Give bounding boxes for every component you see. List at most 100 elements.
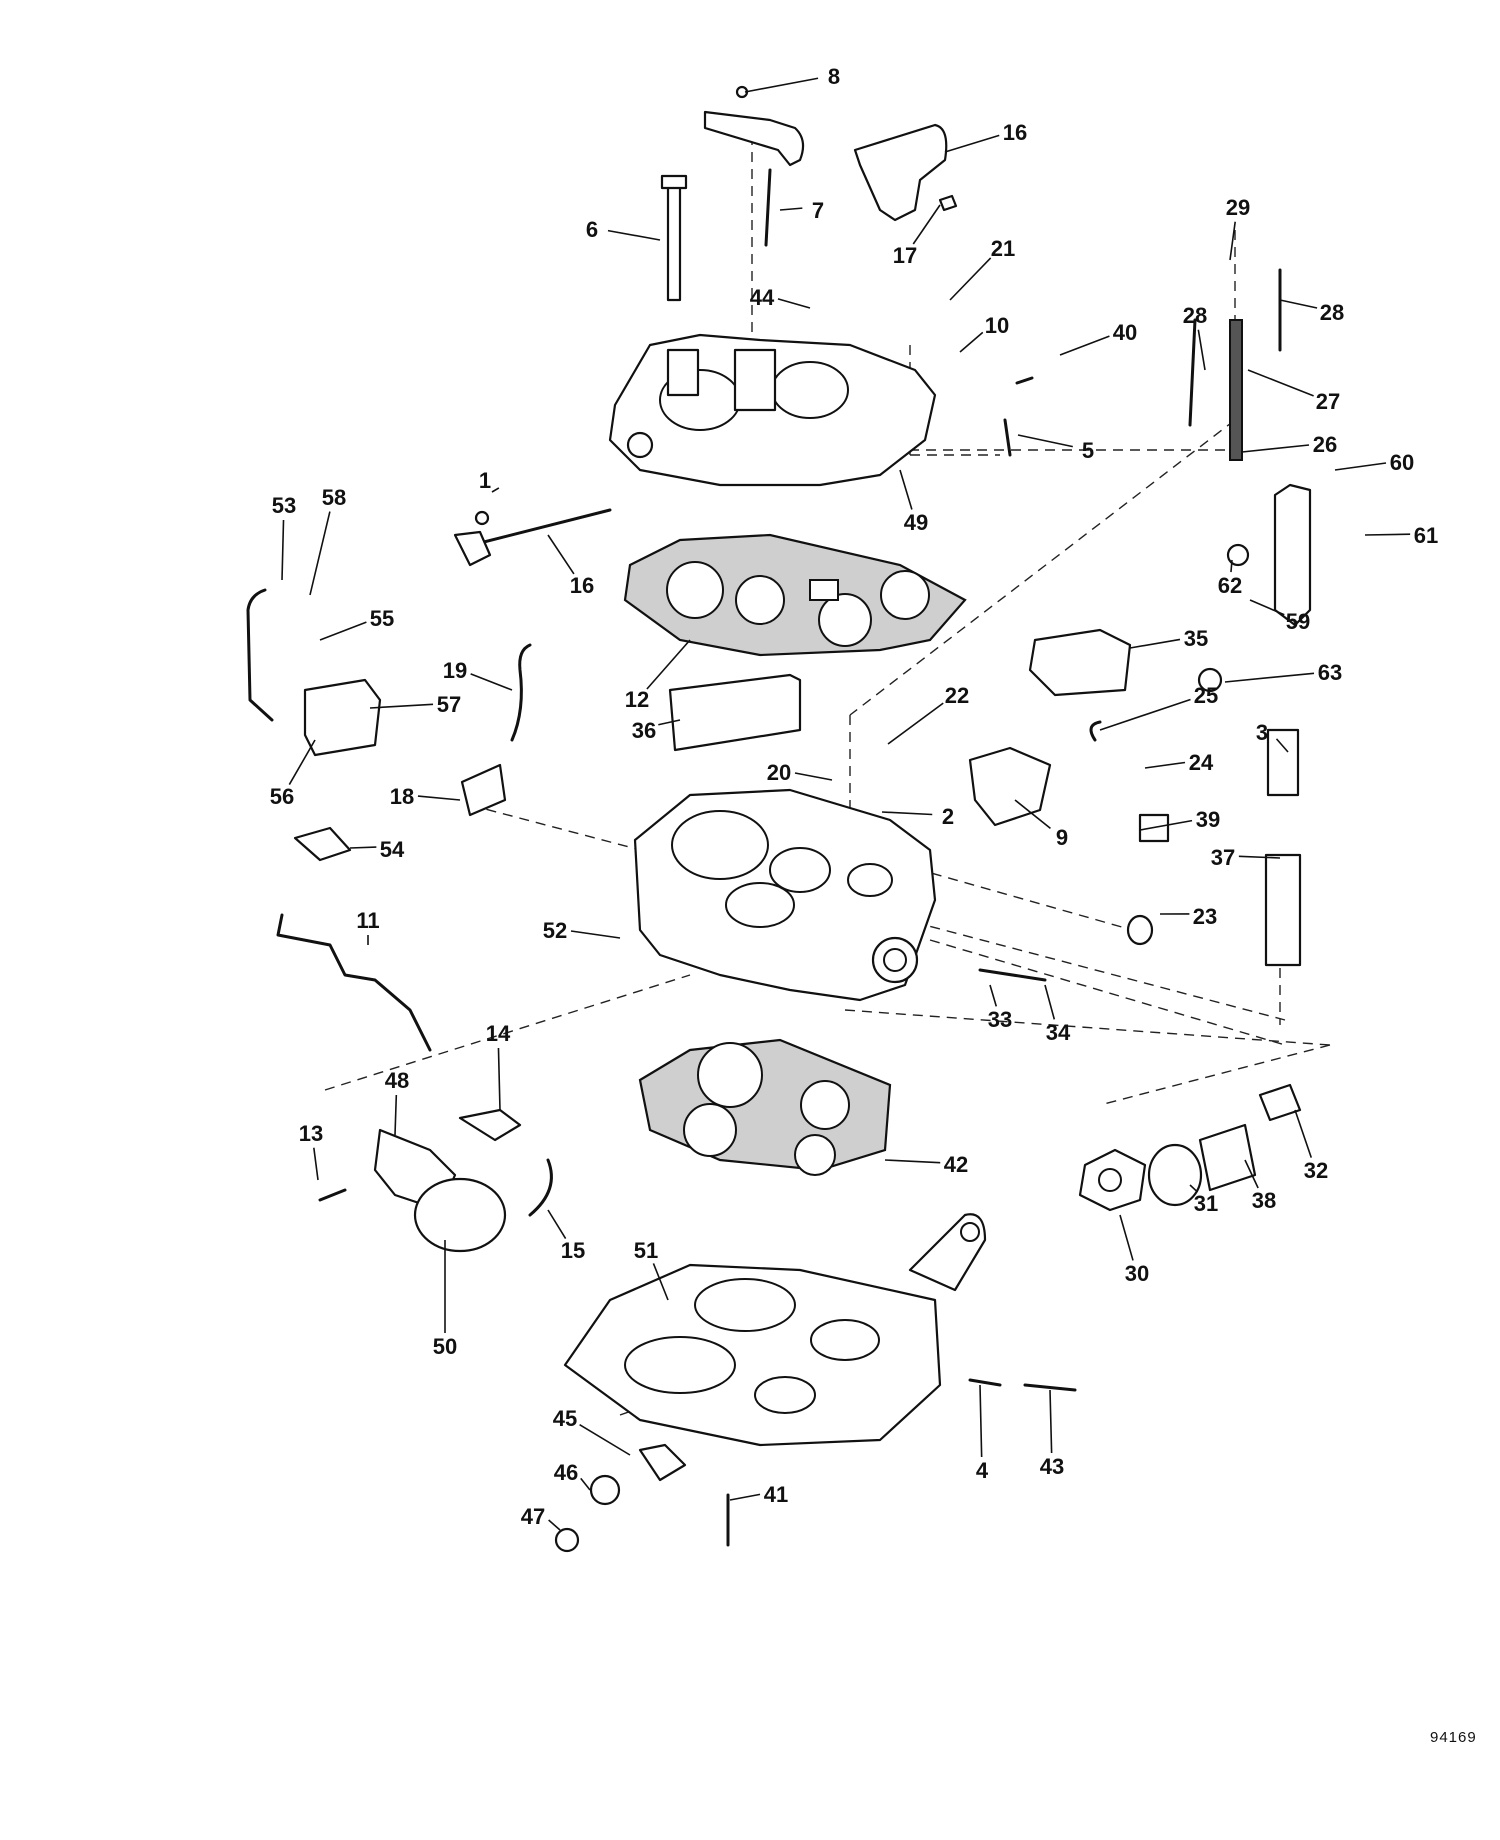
callout-leader xyxy=(1224,672,1315,683)
callout-number: 27 xyxy=(1316,389,1340,414)
callout-number: 20 xyxy=(767,760,791,785)
callout-leader xyxy=(1139,819,1193,831)
callout-number: 38 xyxy=(1252,1188,1276,1213)
callout-leader xyxy=(1099,698,1191,731)
callout-number: 57 xyxy=(437,692,461,717)
callout-leader xyxy=(497,1047,501,1111)
callout-leader xyxy=(607,229,661,241)
callout-number: 28 xyxy=(1183,303,1207,328)
callout-number: 45 xyxy=(553,1406,577,1431)
callout-leader xyxy=(1247,369,1314,397)
callout-leader xyxy=(884,1159,941,1164)
callout-number: 8 xyxy=(828,64,840,89)
callout-number: 31 xyxy=(1194,1191,1218,1216)
callout-number: 61 xyxy=(1414,523,1438,548)
callout-leader xyxy=(989,984,998,1007)
callout-number: 10 xyxy=(985,313,1009,338)
callout-leader xyxy=(1059,335,1110,356)
figure-code: 94169 xyxy=(1430,1729,1477,1746)
callout-leader xyxy=(1129,638,1181,649)
right-side-parts xyxy=(968,268,1312,1392)
callout-number: 36 xyxy=(632,718,656,743)
callout-leader xyxy=(1294,1109,1313,1158)
callout-leader xyxy=(547,534,575,575)
callout-leader xyxy=(1249,599,1285,616)
callout-leader xyxy=(313,1147,319,1181)
callout-number: 14 xyxy=(486,1021,511,1046)
callout-leader xyxy=(1279,299,1318,309)
callout-leader xyxy=(369,703,434,709)
callout-number: 7 xyxy=(812,198,824,223)
parts-drawing xyxy=(246,85,1331,1553)
callout-number: 12 xyxy=(625,687,649,712)
callout-number: 48 xyxy=(385,1068,409,1093)
callout-number: 40 xyxy=(1113,320,1137,345)
callout-leader xyxy=(1364,533,1411,536)
callout-leader xyxy=(417,795,461,801)
callout-number: 46 xyxy=(554,1460,578,1485)
callout-leader xyxy=(1197,329,1206,371)
callout-leader xyxy=(394,1094,398,1136)
callout-number: 16 xyxy=(570,573,594,598)
callout-number: 59 xyxy=(1286,609,1310,634)
left-side-parts xyxy=(246,508,730,1553)
callout-leader xyxy=(1017,434,1073,448)
callout-leader xyxy=(349,846,377,849)
callout-leader xyxy=(1229,221,1236,261)
callout-leader xyxy=(570,930,621,939)
callout-number: 44 xyxy=(750,285,775,310)
callout-number: 53 xyxy=(272,493,296,518)
callout-number: 4 xyxy=(976,1458,989,1483)
callout-leaders xyxy=(281,77,1411,1531)
callout-number: 30 xyxy=(1125,1261,1149,1286)
callout-number: 56 xyxy=(270,784,294,809)
callout-number: 35 xyxy=(1184,626,1208,651)
callout-number: 58 xyxy=(322,485,346,510)
callout-number: 51 xyxy=(634,1238,658,1263)
callout-leader xyxy=(881,811,933,816)
callout-leader xyxy=(959,331,984,353)
callout-number: 26 xyxy=(1313,432,1337,457)
callout-number: 16 xyxy=(1003,120,1027,145)
callout-leader xyxy=(1119,1214,1134,1261)
callout-number: 6 xyxy=(586,217,598,242)
callout-leader xyxy=(319,621,367,641)
callout-leader xyxy=(658,719,681,726)
callout-leader xyxy=(652,1263,669,1301)
callout-leader xyxy=(1189,1184,1199,1193)
callout-leader xyxy=(547,1209,567,1240)
callout-leader xyxy=(1230,559,1233,573)
callout-number: 63 xyxy=(1318,660,1342,685)
callout-numbers: 1234567891011121314151616171819202122232… xyxy=(270,64,1438,1529)
throttle-body-51 xyxy=(563,1213,987,1447)
callout-number: 13 xyxy=(299,1121,323,1146)
callout-leader xyxy=(1244,1159,1259,1189)
callout-leader xyxy=(744,77,819,93)
callout-number: 5 xyxy=(1082,438,1094,463)
callout-number: 52 xyxy=(543,918,567,943)
callout-number: 17 xyxy=(893,243,917,268)
callout-number: 32 xyxy=(1304,1158,1328,1183)
baffle-36 xyxy=(668,673,802,752)
callout-number: 49 xyxy=(904,510,928,535)
callout-leader xyxy=(979,1384,983,1458)
callout-number: 55 xyxy=(370,606,394,631)
callout-leader xyxy=(548,1519,561,1531)
callout-number: 11 xyxy=(356,908,379,933)
callout-leader xyxy=(899,469,913,510)
callout-leader xyxy=(288,739,316,785)
callout-number: 23 xyxy=(1193,904,1217,929)
callout-number: 18 xyxy=(390,784,414,809)
callout-leader xyxy=(579,1424,631,1456)
callout-leader xyxy=(470,673,513,691)
callout-leader xyxy=(944,134,1000,153)
callout-number: 60 xyxy=(1390,450,1414,475)
callout-number: 37 xyxy=(1211,845,1235,870)
callout-number: 33 xyxy=(988,1007,1012,1032)
air-horn-49 xyxy=(608,333,937,487)
callout-leader xyxy=(794,772,833,781)
callout-leader xyxy=(887,702,944,745)
callout-number: 21 xyxy=(991,236,1015,261)
